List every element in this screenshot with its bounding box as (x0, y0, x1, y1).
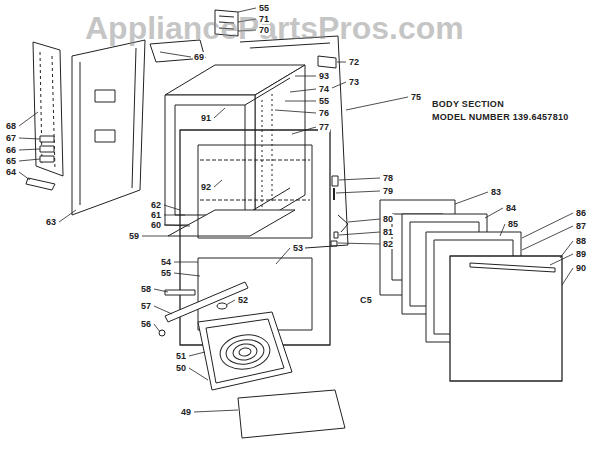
leader-line (19, 149, 40, 150)
model-label: C5 (360, 295, 372, 306)
callout-number: 70 (258, 25, 270, 35)
callout-number: 80 (382, 214, 394, 224)
callout-number: 69 (193, 52, 205, 62)
leader-line (500, 224, 505, 236)
callout-number: 55 (160, 268, 172, 278)
leader-line (19, 172, 30, 180)
leader-line (285, 101, 316, 102)
leader-line (275, 110, 316, 113)
callout-number: 87 (575, 221, 587, 231)
callout-number: 81 (382, 227, 394, 237)
callout-number: 56 (140, 319, 152, 329)
callout-number: 67 (5, 133, 17, 143)
callout-number: 73 (348, 77, 360, 87)
callout-number: 65 (5, 156, 17, 166)
leader-line (292, 127, 316, 134)
leader-line (174, 273, 200, 276)
leader-line (189, 352, 205, 356)
callout-number: 63 (45, 217, 57, 227)
callout-number: 66 (5, 145, 17, 155)
callout-number: 82 (382, 239, 394, 249)
leader-line (295, 76, 316, 77)
callout-number: 83 (490, 187, 502, 197)
section-title: BODY SECTION (432, 99, 504, 110)
callout-number: 79 (382, 186, 394, 196)
leader-line (522, 226, 573, 250)
leader-line (164, 215, 185, 216)
callout-number: 55 (318, 96, 330, 106)
callout-number: 54 (160, 257, 172, 267)
leader-line (19, 138, 40, 139)
callout-number: 68 (5, 121, 17, 131)
leader-line (174, 262, 198, 263)
callout-number: 72 (348, 57, 360, 67)
callout-number: 71 (258, 14, 270, 24)
callout-number: 50 (175, 363, 187, 373)
leader-line (485, 208, 503, 218)
leader-line (214, 108, 225, 118)
callout-number: 51 (175, 351, 187, 361)
leader-line (276, 248, 290, 264)
callout-number: 62 (150, 200, 162, 210)
leader-line (154, 324, 160, 332)
leader-line (522, 213, 573, 238)
callout-number: 91 (200, 113, 212, 123)
callout-number: 55 (258, 3, 270, 13)
leader-line (339, 232, 380, 235)
leader-line (332, 82, 346, 88)
callout-number: 84 (505, 203, 517, 213)
leader-line (455, 192, 488, 204)
callout-number: 89 (575, 249, 587, 259)
callout-number: 85 (507, 219, 519, 229)
callout-number: 86 (575, 208, 587, 218)
callout-number: 78 (382, 173, 394, 183)
leader-line (154, 306, 172, 314)
leader-line (348, 219, 380, 222)
callout-number: 52 (237, 295, 249, 305)
callout-number: 77 (318, 122, 330, 132)
callout-number: 61 (150, 210, 162, 220)
leader-line (160, 52, 191, 57)
leader-line (346, 97, 408, 110)
leader-line (142, 236, 168, 237)
callout-number: 64 (5, 167, 17, 177)
callout-number: 60 (150, 220, 162, 230)
leader-line (214, 180, 222, 187)
leader-line (336, 191, 380, 193)
leader-line (154, 289, 168, 292)
callout-number: 93 (318, 71, 330, 81)
callout-number: 49 (180, 407, 192, 417)
callout-number: 57 (140, 301, 152, 311)
leader-line (226, 300, 235, 305)
watermark: AppliancePartsPros.com (85, 10, 464, 46)
leader-line (19, 112, 38, 126)
callout-number: 58 (140, 284, 152, 294)
callout-number: 74 (318, 84, 330, 94)
leader-line (550, 254, 573, 265)
leader-line (562, 268, 573, 285)
leader-line (338, 243, 380, 244)
callout-number: 92 (200, 182, 212, 192)
leader-line (339, 178, 380, 180)
leader-line (560, 241, 573, 258)
callout-number: 88 (575, 236, 587, 246)
callout-number: 90 (575, 263, 587, 273)
callout-number: 76 (318, 108, 330, 118)
leader-line (164, 205, 180, 210)
leader-line (337, 62, 346, 63)
leader-line (59, 210, 76, 222)
callout-number: 75 (410, 92, 422, 102)
leader-line (189, 368, 208, 380)
leader-line (164, 225, 190, 226)
leader-line (290, 89, 316, 92)
leader-line (194, 410, 238, 412)
callout-number: 53 (292, 243, 304, 253)
leader-line (19, 159, 40, 161)
model-label: MODEL NUMBER 139.6457810 (432, 112, 569, 123)
callout-number: 59 (128, 231, 140, 241)
